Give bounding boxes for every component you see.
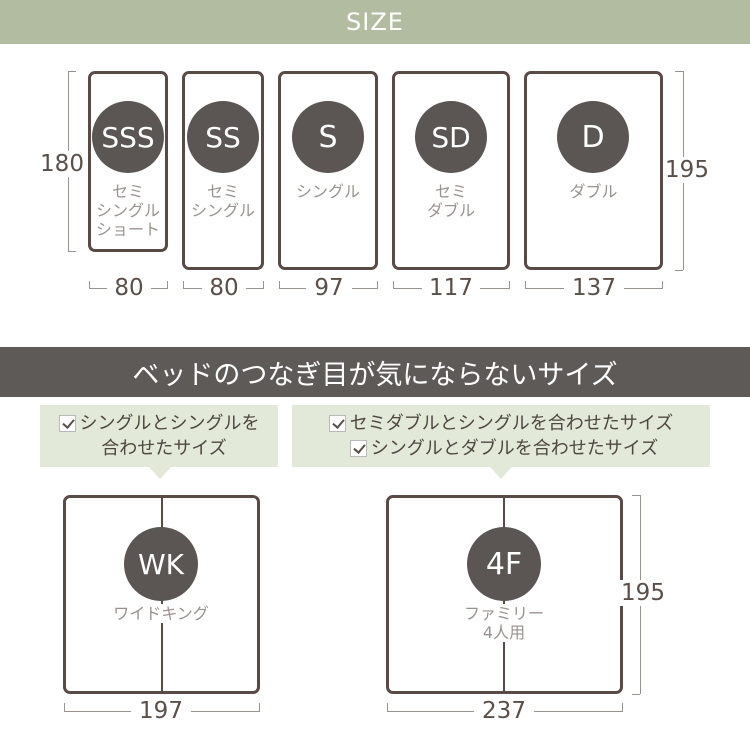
width-s-label: 97 — [306, 275, 352, 301]
width-4f-tick-r — [622, 703, 623, 712]
width-sd-label: 117 — [422, 275, 480, 301]
width-sss-label: 80 — [107, 275, 151, 301]
note-left-line-1: シングルとシングルを — [40, 411, 278, 436]
length-180-label: 180 — [34, 151, 90, 177]
width-wk-tick-r — [259, 703, 260, 712]
note-left-pointer — [149, 467, 171, 479]
length-180-tick-bottom — [68, 251, 76, 252]
length-195-label: 195 — [662, 157, 712, 183]
width-4f-label: 237 — [474, 698, 534, 724]
width-s-tick-r — [377, 281, 378, 289]
width-sd-tick-r — [509, 281, 510, 289]
bed-sss-badge: SSS — [92, 101, 164, 173]
bed-s-label: シングル — [295, 182, 360, 201]
bed-d-label: ダブル — [569, 182, 618, 201]
note-right-line-2: シングルとダブルを合わせたサイズ — [292, 436, 710, 461]
length-195-tick-bottom — [675, 270, 683, 271]
bed-sd-label: セミ ダブル — [426, 182, 475, 220]
size-header: SIZE — [0, 0, 750, 44]
width-sd-tick-l — [393, 281, 394, 289]
width-4f-tick-l — [387, 703, 388, 712]
width-s-tick-l — [279, 281, 280, 289]
note-left-line-2: 合わせたサイズ — [40, 436, 278, 461]
check-icon — [58, 415, 76, 432]
combo-banner: ベッドのつなぎ目が気にならないサイズ — [0, 347, 750, 397]
note-right: セミダブルとシングルを合わせたサイズ シングルとダブルを合わせたサイズ — [292, 405, 710, 467]
bed-4f-label: ファミリー 4人用 — [448, 604, 560, 642]
length-180-tick-top — [68, 71, 76, 72]
note-left-text-2: 合わせたサイズ — [101, 438, 227, 459]
bed-d-badge: D — [557, 101, 629, 173]
note-right-pointer — [490, 467, 512, 479]
length-4f-label: 195 — [618, 580, 668, 606]
combo-banner-title: ベッドのつなぎ目が気にならないサイズ — [132, 359, 618, 391]
width-sss-tick-r — [167, 281, 168, 289]
width-d-label: 137 — [564, 275, 624, 301]
bed-s-badge: S — [292, 101, 364, 173]
note-left: シングルとシングルを 合わせたサイズ — [40, 405, 278, 467]
size-title: SIZE — [346, 8, 404, 36]
length-4f-tick-top — [632, 495, 640, 496]
width-sss-tick-l — [89, 281, 90, 289]
bed-s — [278, 71, 378, 270]
width-wk-label: 197 — [131, 698, 191, 724]
note-right-text-1: セミダブルとシングルを合わせたサイズ — [349, 413, 674, 434]
width-wk-tick-l — [64, 703, 65, 712]
length-195-tick-top — [675, 71, 683, 72]
check-icon — [328, 415, 346, 432]
width-d-tick-l — [525, 281, 526, 289]
width-ss-label: 80 — [202, 275, 246, 301]
bed-sss-label: セミ シングル ショート — [95, 182, 160, 239]
note-left-text-1: シングルとシングルを — [79, 413, 260, 434]
bed-sd-badge: SD — [415, 101, 487, 173]
bed-4f-badge: 4F — [467, 527, 541, 601]
width-ss-tick-r — [263, 281, 264, 289]
check-icon — [349, 440, 367, 457]
note-right-text-2: シングルとダブルを合わせたサイズ — [370, 438, 659, 459]
width-ss-tick-l — [183, 281, 184, 289]
bed-wk-label: ワイドキング — [100, 604, 222, 623]
bed-ss-badge: SS — [187, 101, 259, 173]
note-right-line-1: セミダブルとシングルを合わせたサイズ — [292, 411, 710, 436]
bed-ss-label: セミ シングル — [190, 182, 255, 220]
width-d-tick-r — [662, 281, 663, 289]
length-4f-tick-bottom — [632, 694, 640, 695]
bed-wk-badge: WK — [124, 527, 198, 601]
